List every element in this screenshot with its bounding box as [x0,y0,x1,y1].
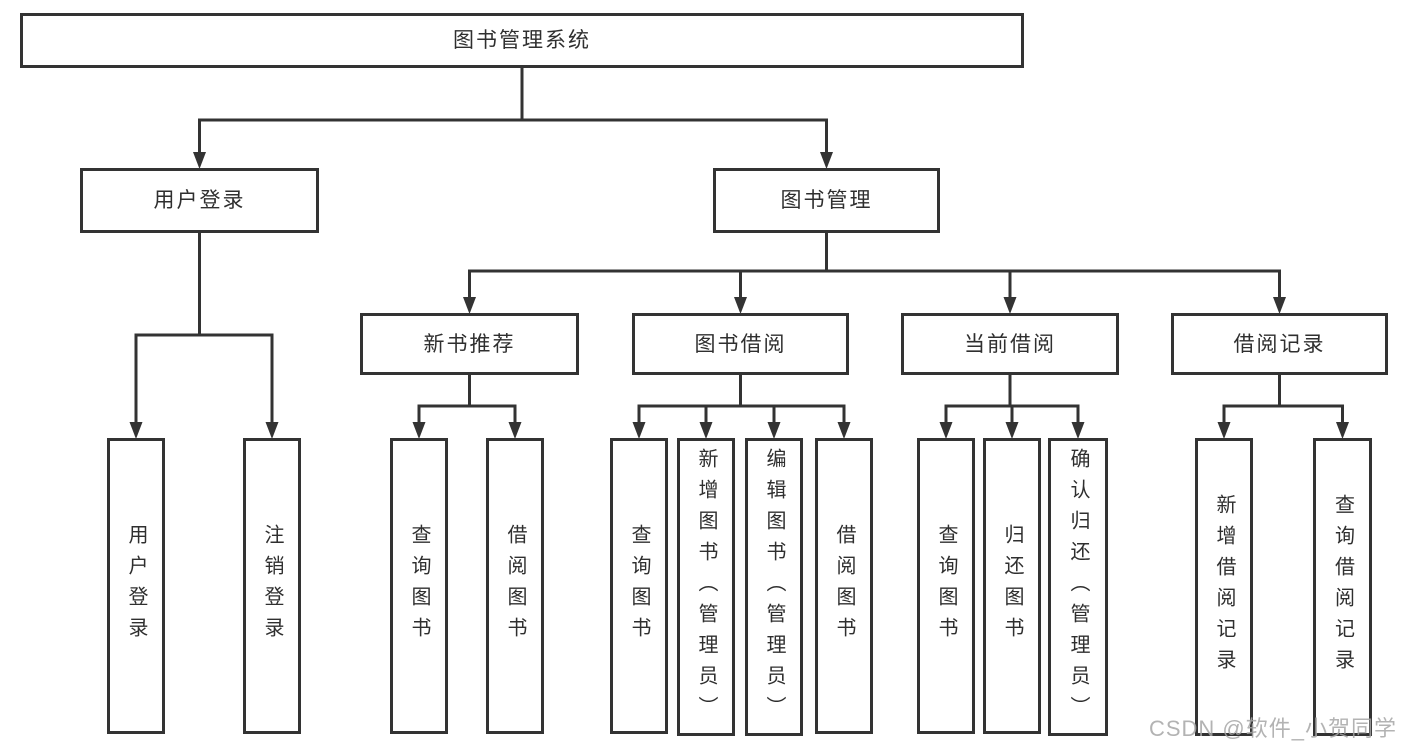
node-label: 用户登录 [153,189,246,212]
node-label: 查询图书 [935,524,957,648]
node-leaf-query-book-1: 查询图书 [390,438,448,734]
node-label: 新增图书（管理员） [695,447,717,727]
node-label: 查询图书 [628,524,650,648]
arrowhead-icon [837,422,851,439]
arrowhead-icon [632,422,646,439]
arrowhead-icon [939,422,953,439]
node-label: 借阅记录 [1233,332,1326,356]
node-leaf-logout: 注销登录 [243,438,301,734]
node-book-borrow: 图书借阅 [632,313,849,375]
arrowhead-icon [1217,422,1231,439]
node-label: 借阅图书 [504,524,526,648]
node-leaf-edit-book: 编辑图书（管理员） [745,438,803,736]
arrowhead-icon [463,297,476,314]
arrowhead-icon [734,297,747,314]
node-label: 编辑图书（管理员） [763,447,785,727]
node-label: 当前借阅 [964,332,1056,356]
node-label: 查询图书 [408,524,430,648]
node-label: 归还图书 [1001,524,1023,648]
arrowhead-icon [1273,297,1286,314]
node-book-mgmt: 图书管理 [713,168,940,233]
arrowhead-icon [820,152,833,169]
node-leaf-borrow-book-1: 借阅图书 [486,438,544,734]
node-label: 新增借阅记录 [1213,494,1235,680]
node-leaf-return-book: 归还图书 [983,438,1041,734]
node-current-borrow: 当前借阅 [901,313,1119,375]
node-label: 用户登录 [125,524,147,648]
node-borrow-records: 借阅记录 [1171,313,1388,375]
node-label: 新书推荐 [423,332,516,356]
arrowhead-icon [412,422,426,439]
node-label: 图书借阅 [694,332,787,356]
node-label: 图书管理系统 [453,29,591,52]
node-label: 确认归还（管理员） [1067,447,1089,727]
arrowhead-icon [508,422,522,439]
arrowhead-icon [1071,422,1085,439]
node-leaf-query-record: 查询借阅记录 [1313,438,1372,736]
arrowhead-icon [1336,422,1349,439]
node-leaf-add-book: 新增图书（管理员） [677,438,735,736]
node-leaf-user-login: 用户登录 [107,438,165,734]
node-root: 图书管理系统 [20,13,1024,68]
watermark: CSDN @软件_小贺同学 [1148,716,1397,741]
node-leaf-borrow-book-2: 借阅图书 [815,438,873,734]
node-label: 图书管理 [780,189,873,212]
arrowhead-icon [767,422,781,439]
arrowhead-icon [129,422,143,439]
node-new-book-rec: 新书推荐 [360,313,579,375]
node-leaf-query-book-2: 查询图书 [610,438,668,734]
node-user-login: 用户登录 [80,168,319,233]
node-label: 查询借阅记录 [1331,494,1354,680]
node-leaf-query-book-3: 查询图书 [917,438,975,734]
node-leaf-confirm-return: 确认归还（管理员） [1048,438,1108,736]
arrowhead-icon [1003,297,1017,314]
arrowhead-icon [265,422,279,439]
arrowhead-icon [1005,422,1019,439]
arrowhead-icon [193,152,206,169]
arrowhead-icon [699,422,713,439]
node-leaf-add-record: 新增借阅记录 [1195,438,1253,736]
node-label: 注销登录 [261,524,283,648]
node-label: 借阅图书 [833,524,855,648]
